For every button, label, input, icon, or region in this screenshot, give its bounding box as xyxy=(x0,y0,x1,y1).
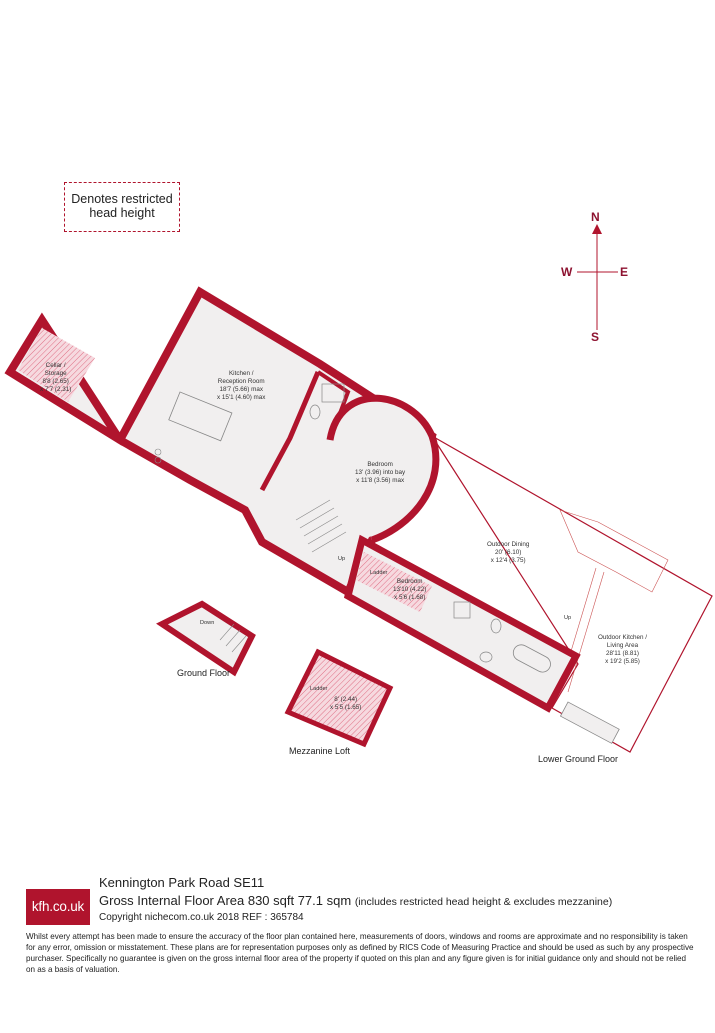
room-loft-label: 8' (2.44) x 5'5 (1.65) xyxy=(330,696,361,712)
disclaimer-text: Whilst every attempt has been made to en… xyxy=(26,932,694,974)
room-bedroom-1-dim1: 13' (3.96) into bay xyxy=(355,469,406,476)
lower-ground-floor-label: Lower Ground Floor xyxy=(538,754,619,764)
loft-ladder-label: Ladder xyxy=(310,686,328,692)
room-kitchen-label: Kitchen / Reception Room 18'7 (5.66) max… xyxy=(217,370,265,402)
compass-east-label: E xyxy=(620,265,629,279)
room-cellar-dim2: x 7'7 (2.31) xyxy=(40,386,72,393)
room-outdoor-kitchen-name: Outdoor Kitchen / xyxy=(598,634,648,641)
floor-area-note: (includes restricted head height & exclu… xyxy=(354,896,613,908)
room-outdoor-kitchen-label: Outdoor Kitchen / Living Area 28'11 (8.8… xyxy=(598,634,647,666)
ground-floor-stair-plan xyxy=(156,600,256,677)
ground-floor-walls xyxy=(4,286,440,598)
stair-up-marker-1: Up xyxy=(338,556,346,562)
copyright-line: Copyright nichecom.co.uk 2018 REF : 3657… xyxy=(99,912,304,923)
ladder-marker: Ladder xyxy=(370,570,388,576)
room-loft-dim1: 8' (2.44) xyxy=(334,696,358,703)
mezzanine-loft-plan xyxy=(284,648,394,748)
room-outdoor-dining-label: Outdoor Dining 20' (6.10) x 12'4 (3.75) xyxy=(487,541,529,565)
room-bedroom-1-label: Bedroom 13' (3.96) into bay x 11'8 (3.56… xyxy=(355,461,405,485)
legend-line-1: Denotes restricted xyxy=(71,192,173,206)
room-cellar-dim1: 8'8 (2.65) xyxy=(42,378,69,385)
stair-up-marker-2: Up xyxy=(564,615,572,621)
room-cellar-name2: Storage xyxy=(44,370,67,377)
compass-rose xyxy=(577,224,618,330)
room-kitchen-name2: Reception Room xyxy=(217,378,265,385)
room-bedroom-2-dim2: x 5'6 (1.68) xyxy=(394,594,426,601)
room-bedroom-1-dim2: x 11'8 (3.56) max xyxy=(356,477,405,484)
room-bedroom-1-name: Bedroom xyxy=(367,461,393,468)
room-bedroom-2-label: Bedroom 13'10 (4.22) x 5'6 (1.68) xyxy=(393,578,426,602)
room-bedroom-2-dim1: 13'10 (4.22) xyxy=(393,586,427,593)
compass-south-label: S xyxy=(591,330,600,344)
room-cellar-name: Cellar / xyxy=(45,362,66,369)
room-outdoor-dining-dim2: x 12'4 (3.75) xyxy=(490,557,526,564)
lower-ground-floor-walls xyxy=(343,534,620,744)
compass-north-label: N xyxy=(591,210,600,224)
room-bedroom-2-name: Bedroom xyxy=(396,578,423,585)
kfh-logo: kfh.co.uk xyxy=(26,889,90,925)
room-outdoor-dining-name: Outdoor Dining xyxy=(487,541,530,548)
property-address: Kennington Park Road SE11 xyxy=(99,875,265,890)
legend-line-2: head height xyxy=(89,206,155,220)
room-kitchen-name: Kitchen / xyxy=(228,370,254,377)
floor-area-line: Gross Internal Floor Area 830 sqft 77.1 … xyxy=(99,893,612,908)
room-cellar-label: Cellar / Storage 8'8 (2.65) x 7'7 (2.31) xyxy=(40,362,71,394)
ground-floor-label: Ground Floor xyxy=(177,668,231,678)
floor-area-main: Gross Internal Floor Area 830 sqft 77.1 … xyxy=(99,893,352,908)
room-kitchen-dim2: x 15'1 (4.60) max xyxy=(217,394,266,401)
room-loft-dim2: x 5'5 (1.65) xyxy=(330,704,362,711)
compass-west-label: W xyxy=(561,265,573,279)
room-outdoor-kitchen-dim1: 28'11 (8.81) xyxy=(606,650,639,657)
restricted-height-legend: Denotes restricted head height xyxy=(64,182,180,232)
room-outdoor-kitchen-name2: Living Area xyxy=(606,642,639,649)
stair-down-marker: Down xyxy=(200,620,215,626)
room-outdoor-dining-dim1: 20' (6.10) xyxy=(494,549,522,556)
room-outdoor-kitchen-dim2: x 19'2 (5.85) xyxy=(605,658,640,665)
room-kitchen-dim1: 18'7 (5.66) max xyxy=(219,386,263,393)
mezzanine-loft-label: Mezzanine Loft xyxy=(289,746,351,756)
